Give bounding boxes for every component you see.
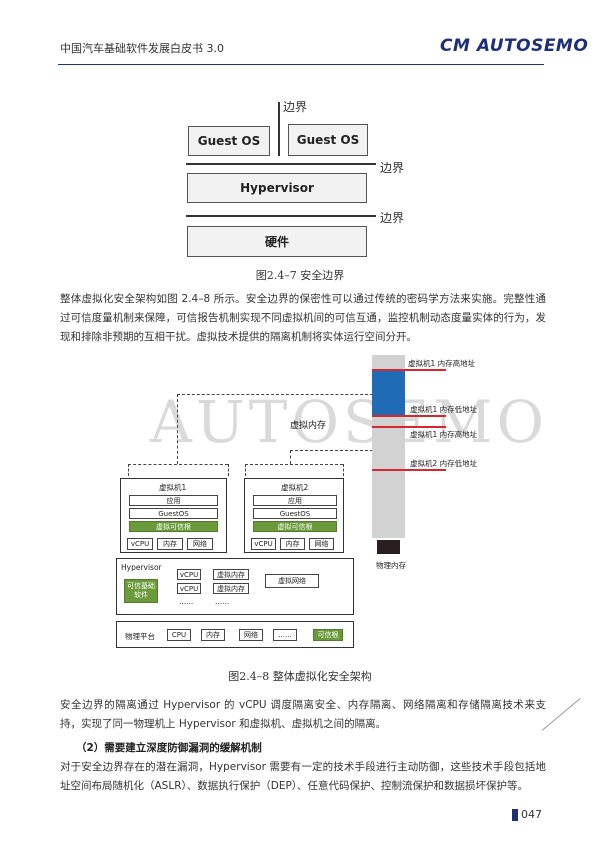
vm1-guestos: GuestOS (129, 508, 218, 519)
dashed-connector (290, 450, 291, 464)
vm2-low-address-line (372, 469, 446, 471)
vm1-box: 虚拟机1 应用 GuestOS 虚拟可信根 vCPU 内存 网络 (120, 478, 227, 553)
boundary-label-top: 边界 (283, 100, 308, 114)
paragraph-isolation: 安全边界的隔离通过 Hypervisor 的 vCPU 调度隔离安全、内存隔离、… (60, 699, 546, 730)
hv-vcpu-more: ...... (179, 597, 194, 606)
vm2-vcpu: vCPU (251, 538, 276, 550)
physical-memory-label: 物理内存 (376, 561, 406, 570)
dashed-connector (343, 464, 344, 476)
vm1-trusted-root: 虚拟可信根 (129, 521, 218, 532)
dashed-connector (177, 394, 178, 464)
guest-os-box-2: Guest OS (288, 124, 368, 156)
vm1-low-address-label: 虚拟机1 内存低地址 (410, 405, 478, 414)
autosemo-logo: CM AUTOSEMO (440, 36, 589, 56)
dashed-connector (290, 450, 378, 451)
physical-memory-chip (377, 540, 400, 554)
platform-memory: 内存 (201, 629, 225, 641)
hypervisor-layer: Hypervisor 可信基础软件 vCPU vCPU ...... 虚拟内存 … (116, 558, 354, 615)
vm2-app: 应用 (253, 495, 337, 506)
dashed-connector (177, 394, 378, 395)
paragraph-defense: 对于安全边界存在的潜在漏洞，Hypervisor 需要有一定的技术手段进行主动防… (60, 761, 546, 792)
vm2-title: 虚拟机2 (281, 483, 309, 492)
page-number: 047 (521, 808, 542, 821)
dashed-connector (228, 464, 229, 476)
document-title: 中国汽车基础软件发展白皮书 3.0 (60, 42, 224, 55)
physical-platform: 物理平台 CPU 内存 网络 ...... 可信根 (116, 621, 354, 648)
vm1-memory-region (372, 370, 405, 416)
boundary-line-bottom (186, 215, 376, 217)
page-number-marker (512, 809, 518, 821)
vm2-box: 虚拟机2 应用 GuestOS 虚拟可信根 vCPU 内存 网络 (244, 478, 344, 553)
vm1-high-address-label: 虚拟机1 内存高地址 (408, 359, 476, 368)
vm1-low-address-line (372, 415, 446, 417)
boundary-label-bottom: 边界 (380, 211, 405, 225)
trusted-base-software: 可信基础软件 (124, 579, 158, 603)
hardware-box: 硬件 (187, 226, 367, 257)
vm2-low-address-label: 虚拟机2 内存低地址 (410, 459, 478, 468)
platform-trusted-root: 可信根 (313, 629, 343, 641)
boundary-line-vertical (278, 102, 280, 156)
hv-virtual-network: 虚拟网络 (265, 574, 319, 588)
vm1-vcpu: vCPU (127, 538, 153, 550)
figure1-caption: 图2.4–7 安全边界 (255, 269, 345, 282)
dashed-connector (245, 464, 246, 476)
figure2-caption: 图2.4–8 整体虚拟化安全架构 (228, 670, 372, 683)
dashed-connector (128, 464, 129, 476)
hv-vmem-more: ...... (215, 597, 230, 606)
footer-decorative-line (541, 697, 581, 731)
hv-vcpu-1: vCPU (177, 569, 201, 580)
boundary-label-mid: 边界 (380, 161, 405, 175)
vm1-network: 网络 (187, 538, 213, 550)
autosemo-watermark: AUTOSEMO (150, 388, 549, 456)
boundary-line-mid (186, 163, 376, 165)
paragraph-architecture: 整体虚拟化安全架构如图 2.4–8 所示。安全边界的保密性可以通过传统的密码学方… (60, 293, 546, 343)
vm1-title: 虚拟机1 (159, 483, 187, 492)
vm2-high-address-label: 虚拟机1 内存高地址 (410, 430, 478, 439)
vm2-guestos: GuestOS (253, 508, 337, 519)
dashed-connector (128, 464, 228, 465)
dashed-connector (245, 464, 343, 465)
hv-vcpu-2: vCPU (177, 583, 201, 594)
vm2-memory: 内存 (280, 538, 305, 550)
platform-network: 网络 (239, 629, 263, 641)
vm1-memory: 内存 (157, 538, 183, 550)
hypervisor-box: Hypervisor (187, 173, 367, 203)
guest-os-box-1: Guest OS (188, 126, 270, 156)
hv-vmem-2: 虚拟内存 (213, 583, 249, 594)
vm1-app: 应用 (129, 495, 218, 506)
platform-title: 物理平台 (125, 632, 155, 641)
vm1-high-address-line (372, 369, 446, 371)
header-rule (58, 64, 544, 65)
platform-more: ...... (273, 629, 297, 641)
virtual-memory-label: 虚拟内存 (290, 421, 327, 431)
section-heading: （2）需要建立深度防御漏洞的缓解机制 (76, 742, 262, 754)
hv-vmem-1: 虚拟内存 (213, 569, 249, 580)
vm2-high-address-line (372, 426, 446, 428)
platform-cpu: CPU (167, 629, 191, 641)
vm2-network: 网络 (309, 538, 334, 550)
vm2-trusted-root: 虚拟可信根 (253, 521, 337, 532)
hypervisor-title: Hypervisor (121, 563, 162, 572)
